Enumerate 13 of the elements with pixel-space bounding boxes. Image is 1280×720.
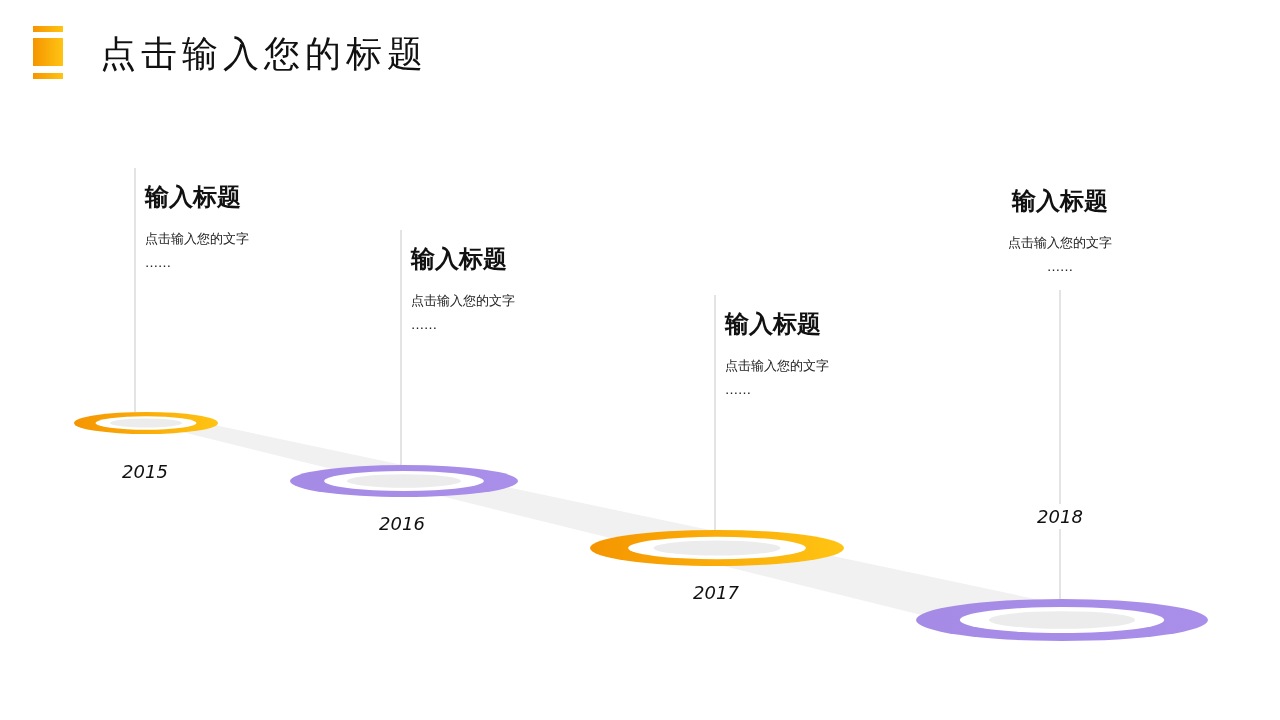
- description-text: 点击输入您的文字: [1008, 234, 1112, 252]
- ellipsis-text: ……: [1047, 260, 1073, 274]
- page-title: 点击输入您的标题: [100, 32, 428, 76]
- ellipsis-text: ……: [145, 256, 171, 270]
- description-text: 点击输入您的文字: [411, 292, 515, 310]
- timeline-heading: 输入标题: [1012, 186, 1108, 216]
- timeline-heading: 输入标题: [145, 182, 241, 212]
- timeline-heading: 输入标题: [725, 309, 821, 339]
- timeline-heading: 输入标题: [411, 244, 507, 274]
- ellipsis-text: ……: [411, 318, 437, 332]
- description-text: 点击输入您的文字: [725, 357, 829, 375]
- ellipsis-text: ……: [725, 383, 751, 397]
- description-text: 点击输入您的文字: [145, 230, 249, 248]
